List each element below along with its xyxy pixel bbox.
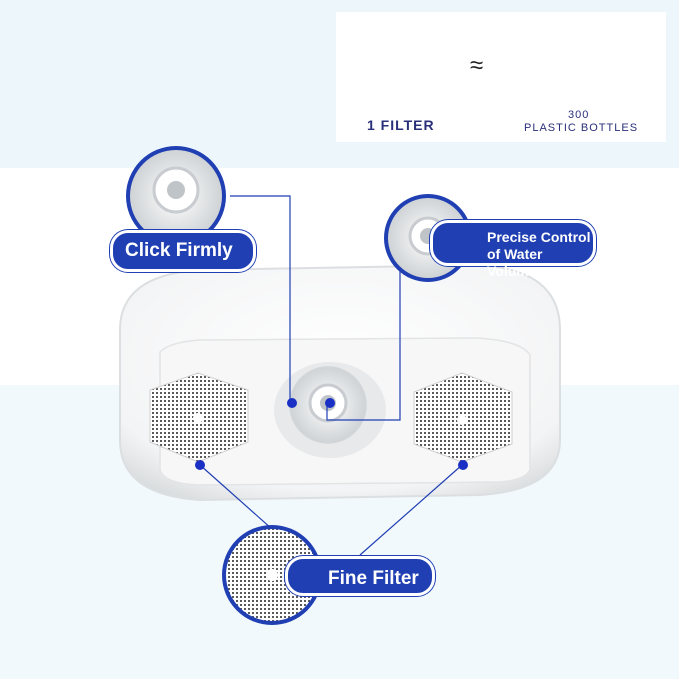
bottles-count: 300 <box>568 109 590 121</box>
approx-symbol: ≈ <box>470 52 484 79</box>
callout-click-firmly: Click Firmly <box>110 230 256 272</box>
callout-dots <box>195 398 468 470</box>
callout-precise-control: Precise Control of Water Volume <box>430 220 596 279</box>
callout-precise-line2: of Water Volume <box>487 246 543 279</box>
zoom-mesh-detail <box>222 525 322 625</box>
callout-fine-filter: Fine Filter <box>285 556 435 596</box>
callout-precise-line1: Precise Control <box>487 229 591 245</box>
right-mesh-filter <box>413 372 513 463</box>
filter-count-label: 1 FILTER <box>367 117 435 133</box>
center-valve <box>274 362 386 458</box>
zoom-click-detail <box>126 146 226 246</box>
comparison-panel <box>336 12 666 142</box>
bottles-label: PLASTIC BOTTLES <box>524 122 639 134</box>
